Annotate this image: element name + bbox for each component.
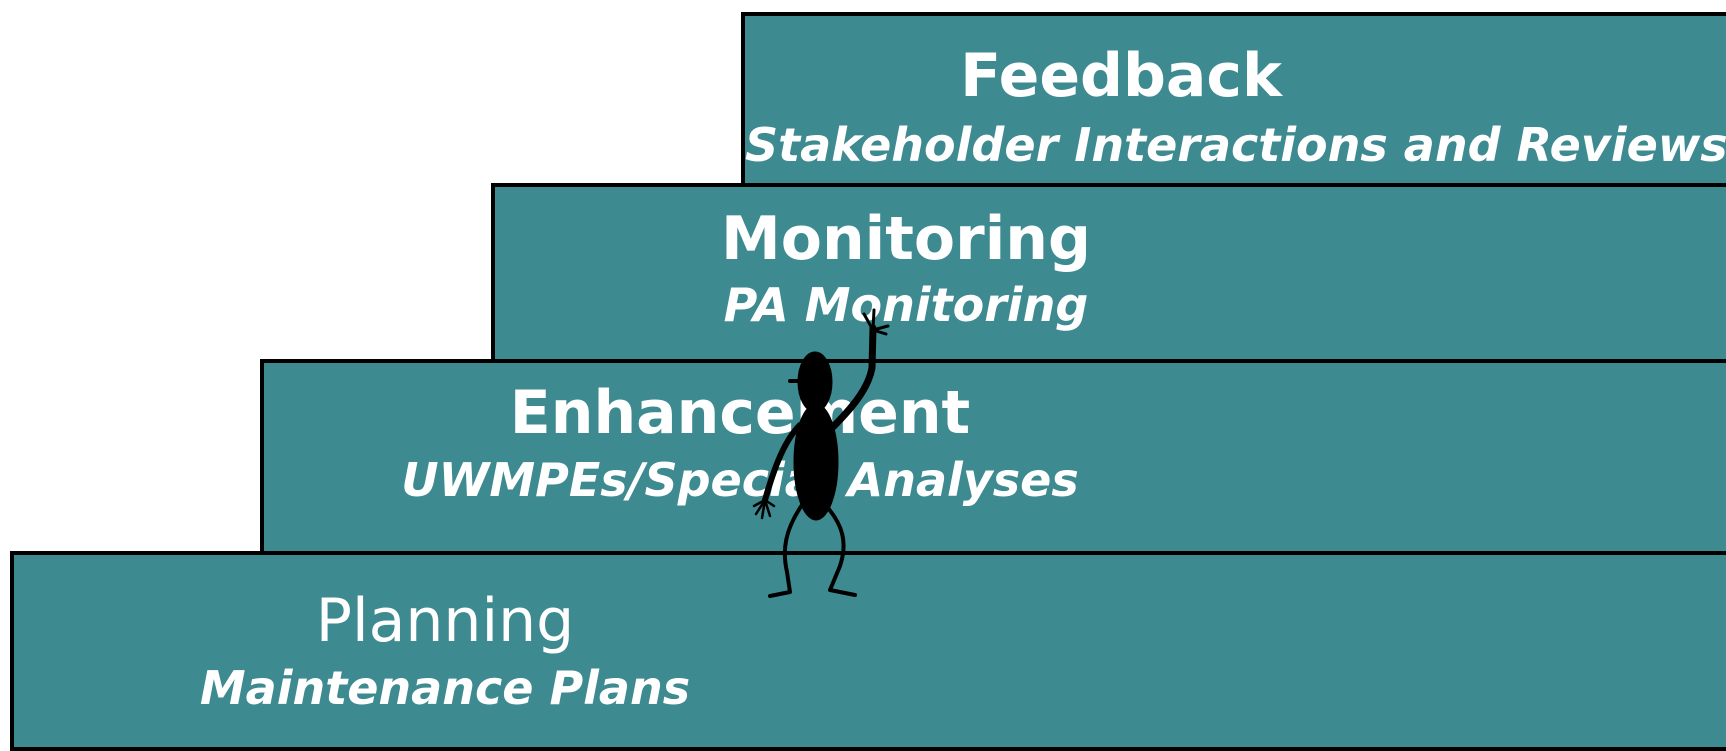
stick-figure-climber-icon (752, 308, 890, 598)
step-planning-title: Planning (315, 586, 575, 656)
step-feedback-title: Feedback (960, 41, 1282, 111)
step-enhancement: Enhancement UWMPEs/Special Analyses (260, 359, 1726, 555)
step-enhancement-subtitle: UWMPEs/Special Analyses (401, 453, 1079, 507)
step-monitoring-title: Monitoring (721, 204, 1091, 274)
step-feedback: Feedback Stakeholder Interactions and Re… (741, 12, 1726, 187)
step-feedback-subtitle: Stakeholder Interactions and Reviews (745, 118, 1726, 172)
step-monitoring: Monitoring PA Monitoring (491, 183, 1726, 363)
step-enhancement-title: Enhancement (509, 378, 971, 448)
step-planning-subtitle: Maintenance Plans (199, 661, 691, 715)
step-monitoring-subtitle: PA Monitoring (723, 278, 1089, 332)
